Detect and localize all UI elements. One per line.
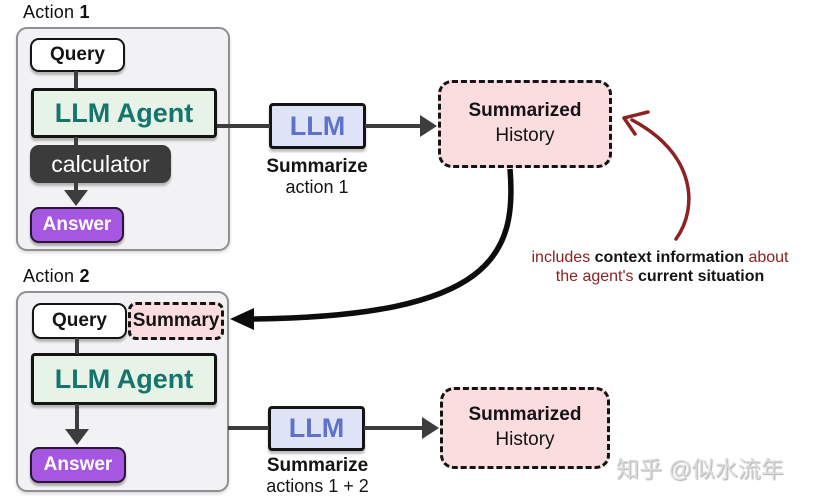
flow1-summarized-history-text: Summarized History xyxy=(469,99,582,148)
flow1-llm-box: LLM xyxy=(269,103,366,149)
action2-answer-box: Answer xyxy=(30,447,126,483)
annotation-seg2: context information xyxy=(594,249,744,266)
action1-answer-box: Answer xyxy=(30,207,124,243)
flow2-llm-label: LLM xyxy=(288,413,345,443)
flow2-summarized-history-text: Summarized History xyxy=(469,403,582,452)
action1-label-number: 1 xyxy=(79,2,90,22)
action2-answer-label: Answer xyxy=(43,454,113,475)
annotation-seg3: about xyxy=(744,249,789,266)
flow2-caption-bold: Summarize xyxy=(266,455,369,476)
annotation-seg4: the agent's xyxy=(555,267,638,285)
arrowhead-annotation-icon xyxy=(622,110,650,136)
flow1-history-bold: Summarized xyxy=(468,100,582,122)
flow2-llm-box: LLM xyxy=(268,406,365,451)
curve-annotation-to-history1 xyxy=(630,118,691,241)
flow1-caption-bold: Summarize xyxy=(266,156,368,177)
action1-label-text: Action xyxy=(23,2,80,22)
action2-summary-label: Summary xyxy=(132,310,220,331)
action1-calculator-box: calculator xyxy=(30,145,171,183)
action2-llm-agent-label: LLM Agent xyxy=(54,363,194,394)
arrowhead-history1-to-summary-icon xyxy=(230,308,254,330)
flow2-caption-rest: actions 1 + 2 xyxy=(266,475,369,496)
flow2-caption: Summarize actions 1 + 2 xyxy=(240,455,395,496)
action1-label: Action 1 xyxy=(23,2,90,23)
action1-llm-agent-box: LLM Agent xyxy=(31,88,217,138)
flow1-caption: Summarize action 1 xyxy=(242,156,392,197)
action1-query-box: Query xyxy=(30,38,125,72)
action1-query-label: Query xyxy=(50,44,105,65)
action1-llm-agent-label: LLM Agent xyxy=(54,97,194,128)
arrowhead-llm1-to-history1-icon xyxy=(420,115,437,137)
flow1-summarized-history-box: Summarized History xyxy=(438,80,612,168)
action2-summary-box: Summary xyxy=(128,302,224,340)
flow1-history-rest: History xyxy=(495,125,555,146)
action2-label: Action 2 xyxy=(23,266,90,287)
watermark-text: 知乎 @似水流年 xyxy=(616,456,784,482)
action2-label-text: Action xyxy=(23,266,80,286)
flow2-summarized-history-box: Summarized History xyxy=(440,387,610,469)
flow1-caption-rest: action 1 xyxy=(285,176,349,197)
annotation-seg5: current situation xyxy=(638,267,765,285)
flow1-llm-label: LLM xyxy=(289,110,346,141)
flow2-history-bold: Summarized xyxy=(468,404,582,426)
action2-query-box: Query xyxy=(32,303,127,339)
action2-label-number: 2 xyxy=(79,266,90,286)
watermark: 知乎 @似水流年 xyxy=(616,450,784,484)
arrowhead-llm2-to-history2-icon xyxy=(422,417,439,439)
annotation-text: includes context information about the a… xyxy=(510,249,810,287)
action1-answer-label: Answer xyxy=(42,214,112,235)
annotation-seg1: includes xyxy=(531,249,595,266)
action1-calculator-label: calculator xyxy=(51,150,150,177)
flow2-history-rest: History xyxy=(495,429,555,450)
action2-llm-agent-box: LLM Agent xyxy=(31,353,217,405)
action2-query-label: Query xyxy=(52,310,107,331)
